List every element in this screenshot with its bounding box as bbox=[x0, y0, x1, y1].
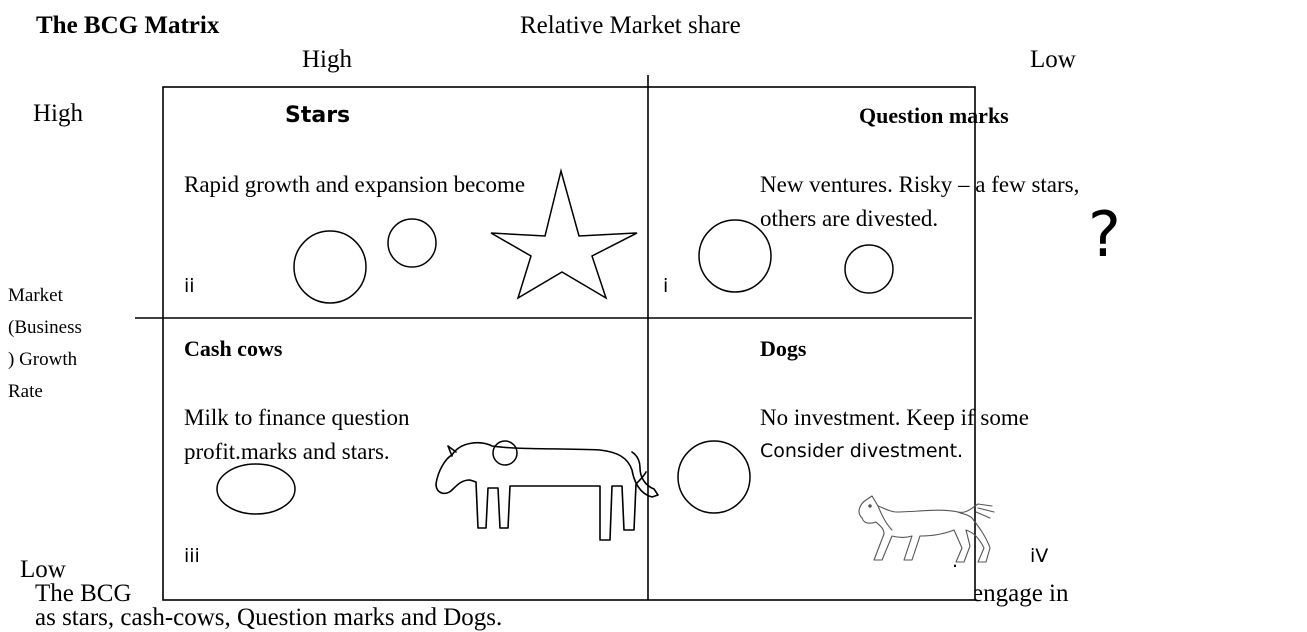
dogs-description: No investment. Keep if some bbox=[760, 405, 1029, 430]
x-axis-low-label: Low bbox=[1030, 46, 1076, 73]
dogs-circle bbox=[677, 440, 751, 514]
y-axis-high-label: High bbox=[33, 100, 83, 127]
dog-icon bbox=[858, 495, 995, 563]
y-axis-title-line: (Business bbox=[8, 317, 82, 338]
question-marks-heading: Question marks bbox=[859, 103, 1009, 128]
y-axis-title: Market (Business ) Growth Rate bbox=[8, 280, 118, 408]
question-mark-icon: ? bbox=[1088, 198, 1121, 271]
matrix-frame bbox=[162, 86, 976, 601]
dogs-numeral: iV bbox=[1030, 545, 1049, 567]
bottom-paragraph-start: The BCG bbox=[35, 580, 132, 607]
cash-cow-small-circle bbox=[492, 440, 518, 466]
y-axis-title-line: ) Growth bbox=[8, 349, 78, 370]
question-circle-small bbox=[844, 244, 894, 294]
dogs-heading: Dogs bbox=[760, 336, 807, 361]
cash-cows-heading: Cash cows bbox=[184, 336, 283, 361]
question-circle-large bbox=[698, 219, 772, 293]
cash-cows-description: Milk to finance question profit.marks an… bbox=[184, 405, 410, 464]
dogs-description-continued: Consider divestment. bbox=[760, 440, 964, 462]
stars-heading: Stars bbox=[285, 103, 351, 128]
question-marks-numeral: i bbox=[663, 275, 669, 297]
cow-icon bbox=[435, 441, 659, 541]
stars-circle-large bbox=[293, 230, 367, 304]
y-axis-low-label: Low bbox=[20, 556, 66, 583]
question-marks-description: New ventures. Risky – a few stars, other… bbox=[760, 172, 1080, 231]
dogs-dot: . bbox=[952, 550, 959, 572]
x-axis-title: Relative Market share bbox=[520, 12, 741, 39]
page-title: The BCG Matrix bbox=[36, 12, 220, 39]
stars-description: Rapid growth and expansion become bbox=[184, 172, 526, 197]
stars-circle-small bbox=[387, 218, 437, 268]
cash-cow-ellipse bbox=[216, 463, 296, 515]
bottom-paragraph-end: engage in bbox=[972, 580, 1069, 607]
x-axis-high-label: High bbox=[302, 46, 352, 73]
y-axis-title-line: Rate bbox=[8, 381, 43, 402]
star-icon bbox=[490, 168, 638, 300]
cash-cows-numeral: iii bbox=[184, 545, 200, 567]
stars-numeral: ii bbox=[184, 275, 195, 297]
y-axis-title-line: Market bbox=[8, 285, 63, 306]
